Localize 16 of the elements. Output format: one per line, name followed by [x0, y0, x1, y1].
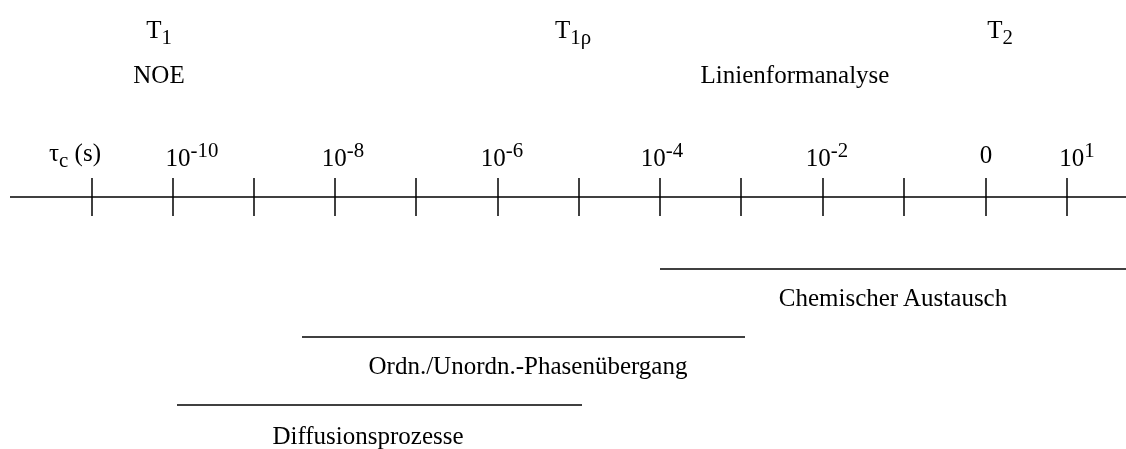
tick-label: 10$^{-2}$	[805, 138, 849, 172]
method-label: Linienformanalyse	[700, 61, 890, 89]
tick-label: 10$^{-6}$	[480, 138, 524, 172]
range-label: Diffusionsprozesse	[272, 422, 464, 449]
method-label: NOE	[133, 61, 185, 89]
tick-label: 10$^{-8}$	[321, 138, 365, 172]
tick-label: 10$^{-10}$	[165, 138, 219, 172]
tick-label: 10$^{-4}$	[640, 138, 684, 172]
range-label: Chemischer Austausch	[778, 284, 1008, 312]
relaxation-label: T$_{1ρ}$	[554, 15, 592, 49]
relaxation-label: T$_{1}$	[146, 15, 172, 49]
range-label: Ordn./Unordn.-Phasenübergang	[368, 352, 688, 380]
tick-label: 0	[979, 141, 993, 169]
tick-label: 10$^{1}$	[1059, 138, 1095, 172]
axis-title: τ$_{c}$ (s)	[49, 138, 101, 172]
relaxation-label: T$_{2}$	[987, 15, 1013, 49]
